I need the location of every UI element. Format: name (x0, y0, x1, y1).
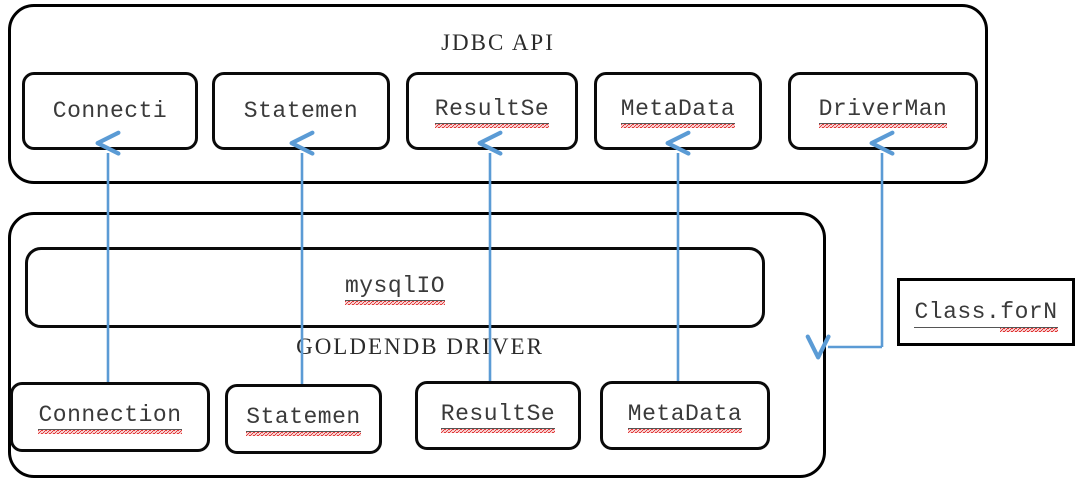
driver-box-statement[interactable]: Statemen (225, 384, 382, 454)
jdbc-box-resultset-label: ResultSe (434, 96, 550, 128)
mysqlio-box[interactable]: mysqlIO (25, 247, 765, 328)
jdbc-api-title: JDBC API (398, 27, 598, 57)
driver-box-resultset[interactable]: ResultSe (415, 381, 581, 450)
driver-box-statement-label: Statemen (246, 404, 362, 436)
jdbc-box-statement-label: Statemen (243, 97, 359, 124)
jdbc-box-resultset[interactable]: ResultSe (406, 72, 578, 150)
driver-box-connection-label: Connection (38, 402, 182, 434)
goldendb-driver-title: GOLDENDB DRIVER (296, 332, 542, 360)
class-forname-label: Class.forN (914, 298, 1058, 328)
driver-box-metadata[interactable]: MetaData (600, 381, 770, 450)
class-forname-label-spellchecked: forN (1000, 298, 1058, 328)
jdbc-box-metadata-label: MetaData (620, 96, 736, 128)
jdbc-box-drivermanager-label: DriverMan (818, 96, 948, 128)
driver-box-resultset-label: ResultSe (440, 400, 556, 433)
jdbc-box-statement[interactable]: Statemen (212, 72, 390, 150)
class-forname-box[interactable]: Class.forN (897, 278, 1075, 346)
driver-box-connection[interactable]: Connection (10, 382, 210, 452)
driver-box-metadata-label: MetaData (627, 400, 743, 433)
jdbc-api-panel (8, 4, 988, 184)
jdbc-box-drivermanager[interactable]: DriverMan (788, 72, 978, 150)
goldendb-driver-title-text: GOLDENDB DRIVER (296, 333, 544, 359)
jdbc-box-metadata[interactable]: MetaData (594, 72, 762, 150)
class-forname-label-plain: Class. (914, 298, 1001, 328)
jdbc-box-connection-label: Connecti (52, 97, 168, 124)
jdbc-box-connection[interactable]: Connecti (22, 72, 198, 150)
mysqlio-label: mysqlIO (344, 272, 446, 305)
jdbc-api-title-text: JDBC API (441, 29, 555, 55)
